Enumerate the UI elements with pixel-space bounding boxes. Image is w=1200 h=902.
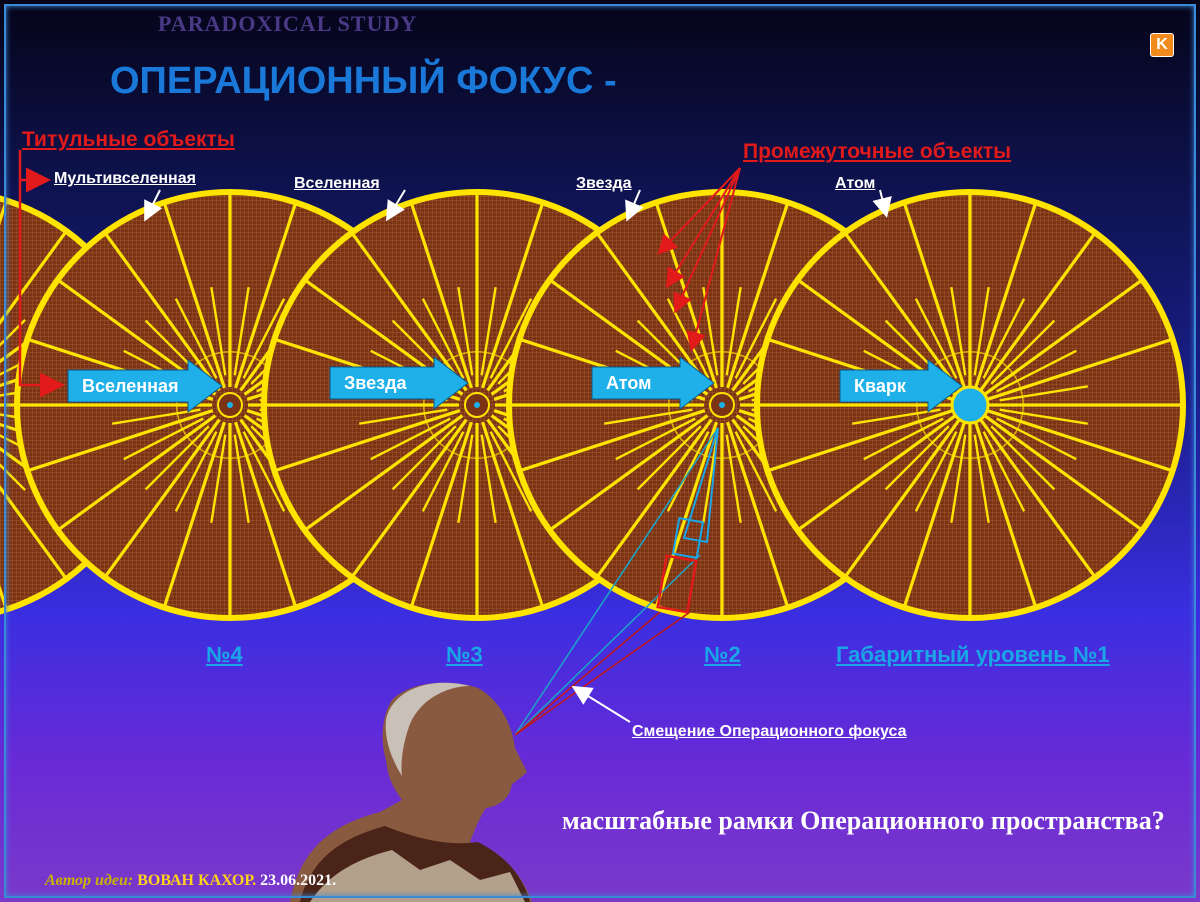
arrow-atom-label: Атом xyxy=(606,373,651,393)
level-3: №3 xyxy=(446,642,483,667)
arrow-universe: Вселенная xyxy=(67,358,223,414)
page-title: ОПЕРАЦИОННЫЙ ФОКУС - xyxy=(110,60,617,102)
arrow-star-label: Звезда xyxy=(344,373,407,393)
multiverse-label: Мультивселенная xyxy=(54,170,196,187)
author-prefix: Автор идеи: xyxy=(45,872,134,889)
intermediate-objects-heading: Промежуточные объекты xyxy=(743,140,1012,163)
titular-objects-heading: Титульные объекты xyxy=(22,128,235,151)
arrow-star: Звезда xyxy=(329,355,469,411)
author-name: ВОВАН КАХОР. xyxy=(137,872,257,889)
label-pointers xyxy=(144,189,892,723)
level-1: Габаритный уровень №1 xyxy=(836,642,1110,667)
atom-label: Атом xyxy=(835,175,876,192)
arrow-atom: Атом xyxy=(591,355,715,411)
arrow-quark-label: Кварк xyxy=(854,376,907,396)
level-4: №4 xyxy=(206,642,243,667)
focus-box-blue xyxy=(671,517,705,559)
arrow-universe-label: Вселенная xyxy=(82,376,179,396)
question-text: масштабные рамки Операционного пространс… xyxy=(562,806,1165,835)
author-date: 23.06.2021. xyxy=(260,872,337,889)
viewer-figure xyxy=(290,682,532,902)
focus-box-red xyxy=(656,554,698,614)
wheel-atom xyxy=(754,189,1186,621)
star-label: Звезда xyxy=(576,175,632,192)
k-logo-icon[interactable]: K xyxy=(1150,33,1174,57)
universe-label: Вселенная xyxy=(294,175,380,192)
focus-shift-label: Смещение Операционного фокуса xyxy=(632,723,907,740)
intermediate-pointers xyxy=(657,167,741,352)
study-label: PARADOXICAL STUDY xyxy=(158,11,418,36)
level-2: №2 xyxy=(704,642,741,667)
arrow-quark: Кварк xyxy=(839,358,963,414)
titular-bracket xyxy=(18,150,65,398)
author-line: Автор идеи: ВОВАН КАХОР. 23.06.2021. xyxy=(45,872,336,890)
quark-core xyxy=(950,385,990,425)
focus-lines xyxy=(514,427,719,736)
